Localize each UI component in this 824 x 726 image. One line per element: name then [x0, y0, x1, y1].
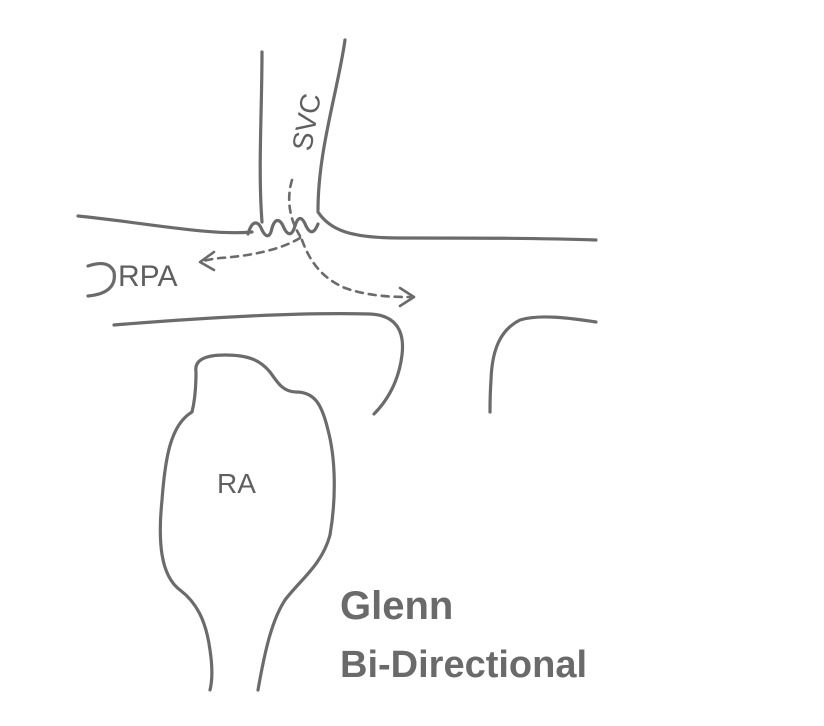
svc-right-wall [316, 38, 347, 212]
caption-subtitle: Bi-Directional [340, 644, 588, 686]
caption-title: Glenn [340, 584, 454, 628]
pa-upper-right-contour [316, 210, 598, 242]
flow-to-lpa-dashed [300, 238, 412, 299]
ra-label: RA [217, 468, 256, 499]
pa-lower-contour [112, 312, 405, 416]
flow-to-rpa-dashed [198, 236, 302, 264]
rpa-label: RPA [118, 260, 177, 293]
rpa-arrowhead [198, 250, 216, 272]
svc-flow-dashed [287, 178, 302, 238]
lpa-arrowhead [398, 286, 416, 308]
pa-right-lower-contour [488, 315, 598, 414]
pa-upper-left-contour [76, 214, 254, 235]
rpa-ligated-stump [86, 261, 116, 298]
anastomosis-suture [246, 216, 320, 238]
right-atrium-outline [158, 353, 336, 692]
svc-left-wall [258, 50, 264, 224]
svc-label: SVC [286, 91, 327, 153]
